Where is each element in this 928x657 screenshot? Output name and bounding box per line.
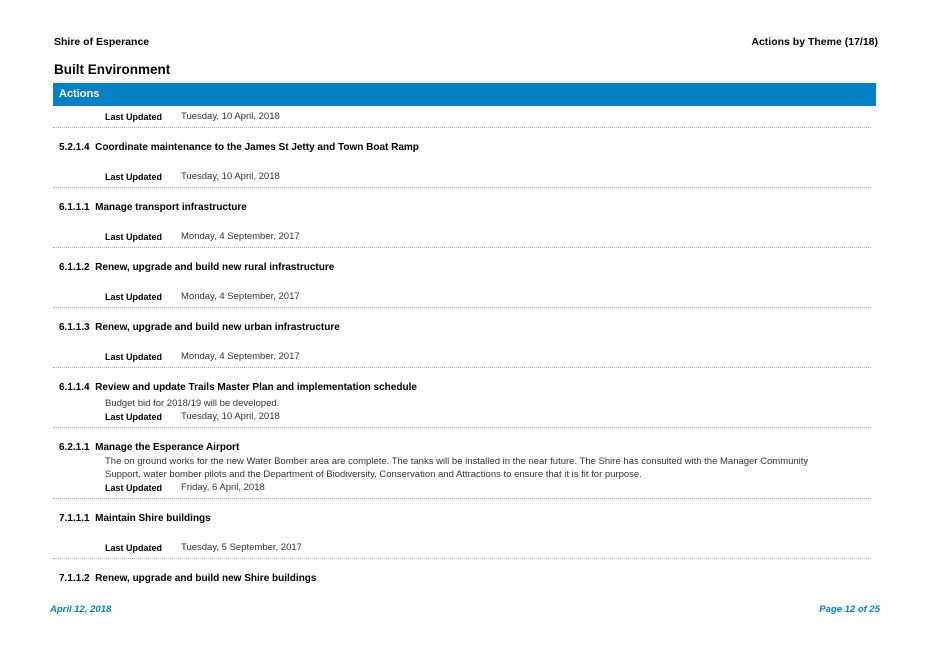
list-item: 6.1.1.3 Renew, upgrade and build new urb… [53,308,871,368]
last-updated-date: Tuesday, 10 April, 2018 [181,411,280,422]
action-description: Budget bid for 2018/19 will be developed… [105,398,280,409]
page-number: Page 12 of 25 [819,604,880,615]
last-updated-date: Monday, 4 September, 2017 [181,231,300,242]
action-title: 5.2.1.4 Coordinate maintenance to the Ja… [59,142,419,153]
action-title: 7.1.1.2 Renew, upgrade and build new Shi… [59,573,317,584]
action-title: 6.2.1.1 Manage the Esperance Airport [59,442,240,453]
last-updated-label: Last Updated [105,112,163,122]
list-item: 6.1.1.2 Renew, upgrade and build new rur… [53,248,871,308]
last-updated-date: Tuesday, 5 September, 2017 [181,542,302,553]
last-updated-date: Monday, 4 September, 2017 [181,291,300,302]
last-updated-label: Last Updated [105,232,163,242]
actions-header-bar: Actions [53,83,876,106]
last-updated-label: Last Updated [105,352,163,362]
action-title: 6.1.1.1 Manage transport infrastructure [59,202,247,213]
last-updated-label: Last Updated [105,172,163,182]
last-updated-date: Tuesday, 10 April, 2018 [181,171,280,182]
last-updated-date: Friday, 6 April, 2018 [181,482,265,493]
last-updated-label: Last Updated [105,543,163,553]
action-title: 7.1.1.1 Maintain Shire buildings [59,513,211,524]
report-title: Actions by Theme (17/18) [751,36,878,48]
last-updated-date: Monday, 4 September, 2017 [181,351,300,362]
last-updated-date: Tuesday, 10 April, 2018 [181,111,280,122]
last-updated-label: Last Updated [105,483,163,493]
footer-date: April 12, 2018 [50,604,112,615]
organization-name: Shire of Esperance [54,36,150,48]
action-title: 6.1.1.4 Review and update Trails Master … [59,382,417,393]
action-title: 6.1.1.3 Renew, upgrade and build new urb… [59,322,340,333]
action-description: The on ground works for the new Water Bo… [105,456,809,480]
last-updated-label: Last Updated [105,292,163,302]
action-title: 6.1.1.2 Renew, upgrade and build new rur… [59,262,335,273]
list-item: Last Updated Tuesday, 10 April, 2018 [53,106,871,128]
last-updated-label: Last Updated [105,412,163,422]
list-item: 6.1.1.4 Review and update Trails Master … [53,368,871,428]
section-title: Built Environment [54,62,171,77]
list-item: 5.2.1.4 Coordinate maintenance to the Ja… [53,128,871,188]
